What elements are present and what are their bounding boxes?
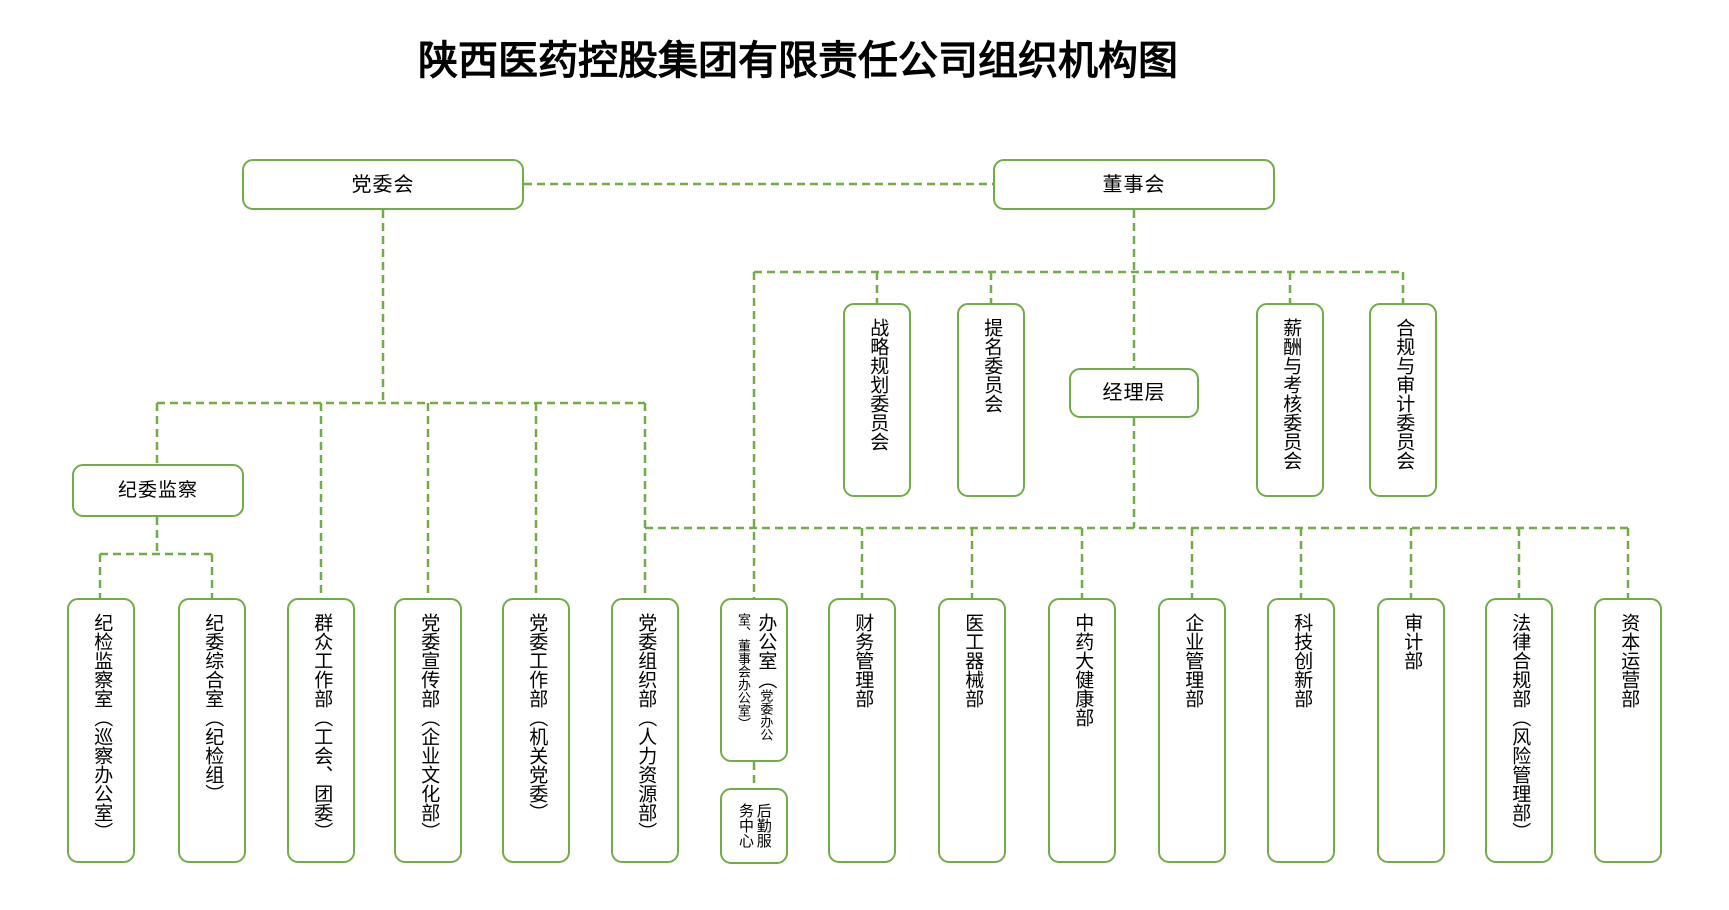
org-node-capital-operation-dept: 资本运营部 [1594, 598, 1662, 863]
org-node-label-segment: 党委办公 [758, 689, 774, 741]
org-node-discipline-inspection-office: 纪检监察室（巡察办公室） [67, 598, 135, 863]
org-node-label-legal-compliance-dept: 法律合规部（风险管理部） [1509, 613, 1531, 841]
org-node-label-mass-work-dept: 群众工作部（工会、团委） [311, 613, 333, 841]
org-node-strategic-planning-committee: 战略规划委员会 [843, 303, 911, 497]
org-node-label-party-work-dept: 党委工作部（机关党委） [526, 613, 548, 822]
org-node-management-team: 经理层 [1069, 368, 1199, 418]
org-node-enterprise-management-dept: 企业管理部 [1158, 598, 1226, 863]
org-node-audit-dept: 审计部 [1377, 598, 1445, 863]
org-node-label-management-team: 经理层 [1102, 382, 1166, 404]
org-node-legal-compliance-dept: 法律合规部（风险管理部） [1485, 598, 1553, 863]
org-node-label-party-publicity-dept: 党委宣传部（企业文化部） [418, 613, 440, 841]
org-node-label-nomination-committee: 提名委员会 [981, 318, 1003, 413]
org-node-tcm-health-dept: 中药大健康部 [1048, 598, 1116, 863]
org-node-label-segment: 室、董事会办公室） [736, 613, 751, 730]
org-node-finance-management-dept: 财务管理部 [828, 598, 896, 863]
org-node-label-discipline-inspection-office: 纪检监察室（巡察办公室） [91, 613, 113, 841]
org-node-tech-innovation-dept: 科技创新部 [1267, 598, 1335, 863]
org-node-label-tcm-health-dept: 中药大健康部 [1072, 613, 1094, 727]
org-node-discipline-inspection-supervision: 纪委监察 [72, 464, 244, 517]
org-node-party-publicity-dept: 党委宣传部（企业文化部） [394, 598, 462, 863]
org-node-label-compensation-assessment-committee: 薪酬与考核委员会 [1280, 318, 1302, 470]
org-node-general-office: 办公室（党委办公室、董事会办公室） [720, 598, 788, 762]
org-node-party-organization-dept: 党委组织部（人力资源部） [611, 598, 679, 863]
org-node-compensation-assessment-committee: 薪酬与考核委员会 [1256, 303, 1324, 497]
org-node-label-general-office: 办公室（党委办公室、董事会办公室） [732, 613, 777, 741]
org-node-label-discipline-general-office: 纪委综合室（纪检组） [202, 613, 224, 803]
org-node-label-tech-innovation-dept: 科技创新部 [1291, 613, 1313, 708]
org-node-label-strategic-planning-committee: 战略规划委员会 [867, 318, 889, 451]
org-node-label-party-organization-dept: 党委组织部（人力资源部） [635, 613, 657, 841]
org-node-party-work-dept: 党委工作部（机关党委） [502, 598, 570, 863]
org-node-label-compliance-audit-committee: 合规与审计委员会 [1393, 318, 1415, 470]
org-node-label-capital-operation-dept: 资本运营部 [1618, 613, 1640, 708]
org-node-label-enterprise-management-dept: 企业管理部 [1182, 613, 1204, 708]
org-node-medical-devices-dept: 医工器械部 [938, 598, 1006, 863]
org-node-logistics-service-center: 后勤服务中心 [720, 788, 788, 864]
org-node-nomination-committee: 提名委员会 [957, 303, 1025, 497]
org-node-label-logistics-service-center: 后勤服务中心 [736, 803, 772, 848]
org-node-discipline-general-office: 纪委综合室（纪检组） [178, 598, 246, 863]
org-node-label-discipline-inspection-supervision: 纪委监察 [117, 480, 198, 501]
org-node-compliance-audit-committee: 合规与审计委员会 [1369, 303, 1437, 497]
org-node-label-segment: 办公室（ [755, 613, 777, 689]
chart-title: 陕西医药控股集团有限责任公司组织机构图 [418, 39, 1178, 83]
org-node-label-board-of-directors: 董事会 [1102, 173, 1166, 196]
org-node-party-committee: 党委会 [242, 159, 524, 210]
org-node-mass-work-dept: 群众工作部（工会、团委） [287, 598, 355, 863]
org-node-label-segment: 务中心 [737, 803, 754, 848]
org-node-label-finance-management-dept: 财务管理部 [852, 613, 874, 708]
org-node-board-of-directors: 董事会 [993, 159, 1275, 210]
org-node-label-medical-devices-dept: 医工器械部 [962, 613, 984, 708]
org-node-label-segment: 后勤服 [754, 803, 772, 848]
org-node-label-party-committee: 党委会 [351, 173, 415, 196]
org-node-label-audit-dept: 审计部 [1401, 613, 1423, 670]
